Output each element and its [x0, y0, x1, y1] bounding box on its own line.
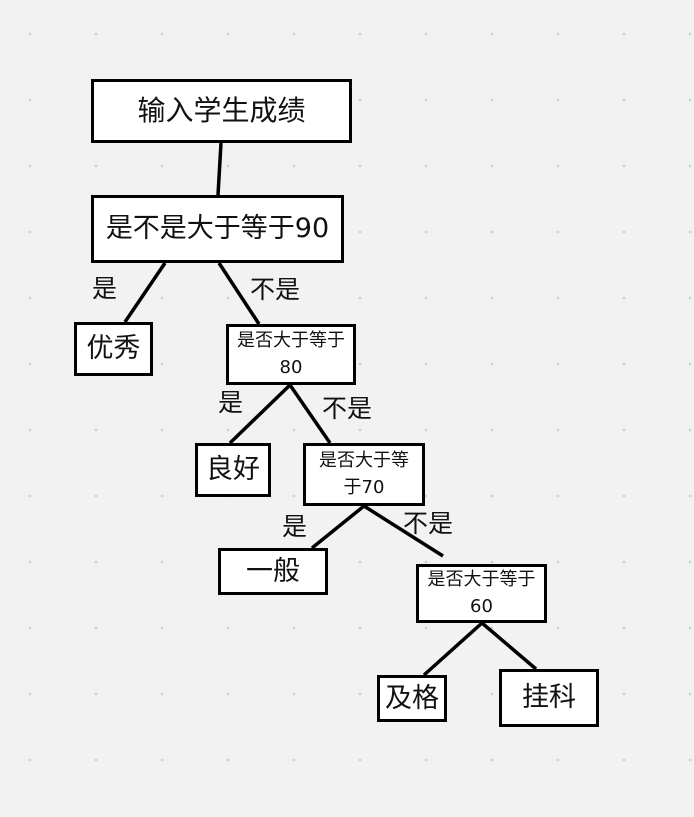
- node-pass: 及格: [377, 675, 447, 722]
- edge-label-no-80: 不是: [322, 394, 373, 423]
- node-decision-90: 是不是大于等于90: [91, 195, 344, 263]
- node-input-score: 输入学生成绩: [91, 79, 352, 143]
- edge-label-yes-90: 是: [92, 274, 118, 303]
- node-input-score-label: 输入学生成绩: [137, 93, 306, 127]
- edge-q60-to-pass: [422, 621, 484, 677]
- node-excellent: 优秀: [74, 322, 153, 376]
- edge-q90-to-q80: [217, 262, 261, 325]
- node-decision-70-label: 是否大于等于70: [319, 450, 409, 498]
- node-average-label: 一般: [246, 555, 300, 587]
- edge-label-yes-80: 是: [218, 388, 244, 417]
- edge-q80-to-q70: [288, 384, 332, 444]
- edge-q70-to-average: [310, 504, 366, 550]
- node-good-label: 良好: [206, 454, 260, 486]
- node-pass-label: 及格: [385, 682, 439, 714]
- node-average: 一般: [218, 548, 328, 595]
- edge-q80-to-good: [228, 383, 292, 445]
- edge-q90-to-excellent: [123, 262, 167, 323]
- edge-q70-to-q60: [363, 504, 444, 558]
- node-fail: 挂科: [499, 669, 599, 727]
- edge-root-to-q90: [216, 142, 223, 196]
- node-decision-80-label: 是否大于等于80: [237, 330, 345, 378]
- node-decision-90-label: 是不是大于等于90: [105, 213, 330, 245]
- node-good: 良好: [195, 443, 271, 497]
- edge-q60-to-fail: [480, 621, 538, 671]
- edge-label-no-70: 不是: [403, 509, 454, 538]
- edge-label-yes-70: 是: [282, 512, 308, 541]
- edge-label-no-90: 不是: [250, 275, 301, 304]
- node-excellent-label: 优秀: [86, 333, 141, 365]
- node-decision-80: 是否大于等于80: [226, 324, 356, 385]
- node-decision-60: 是否大于等于60: [416, 564, 547, 623]
- node-fail-label: 挂科: [522, 682, 576, 714]
- node-decision-60-label: 是否大于等于60: [427, 569, 536, 617]
- node-decision-70: 是否大于等于70: [303, 443, 425, 506]
